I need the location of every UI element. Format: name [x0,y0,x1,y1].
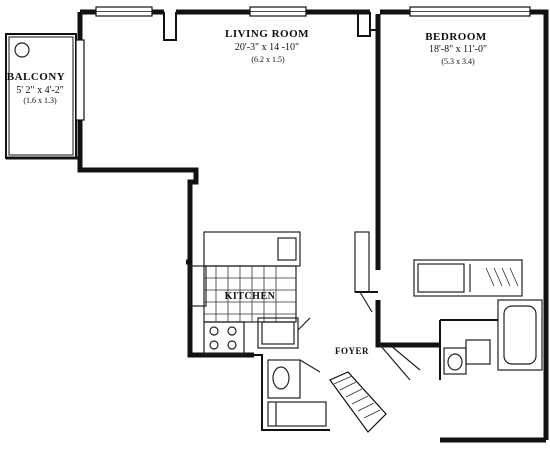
kitchen-area [189,231,311,355]
bedroom-label: BEDROOM 18'-8" x 11'-0" (5.3 x 3.4) [425,31,487,66]
balcony-metric: (1.6 x 1.3) [23,96,57,105]
living-room-name: LIVING ROOM [225,28,309,40]
bedroom-fixtures [379,259,543,381]
bedroom-metric: (5.3 x 3.4) [441,57,475,66]
balcony-label: BALCONY 5' 2" x 4'-2" (1.6 x 1.3) [7,71,66,105]
refrigerator [257,317,299,349]
bedroom-name: BEDROOM [425,31,487,43]
living-room-dims: 20'-3" x 14 -10" [235,42,299,53]
stove [203,321,245,355]
bathroom [254,354,387,433]
closet [354,231,378,313]
foyer-hatch [329,371,387,433]
exterior-walls [77,9,549,443]
balcony-column [14,42,30,58]
sink [465,339,491,365]
kitchen-floor-pattern [204,266,296,322]
balcony-dims: 5' 2" x 4'-2" [16,85,64,96]
foyer-name: FOYER [335,346,369,356]
bathtub [497,299,543,371]
bedroom-dims: 18'-8" x 11'-0" [429,44,487,55]
kitchen-name: KITCHEN [225,291,276,302]
windows [75,6,531,121]
living-room-label: LIVING ROOM 20'-3" x 14 -10" (6.2 x 1.5) [225,28,309,64]
balcony-name: BALCONY [7,71,66,83]
living-room-metric: (6.2 x 1.5) [251,55,285,64]
